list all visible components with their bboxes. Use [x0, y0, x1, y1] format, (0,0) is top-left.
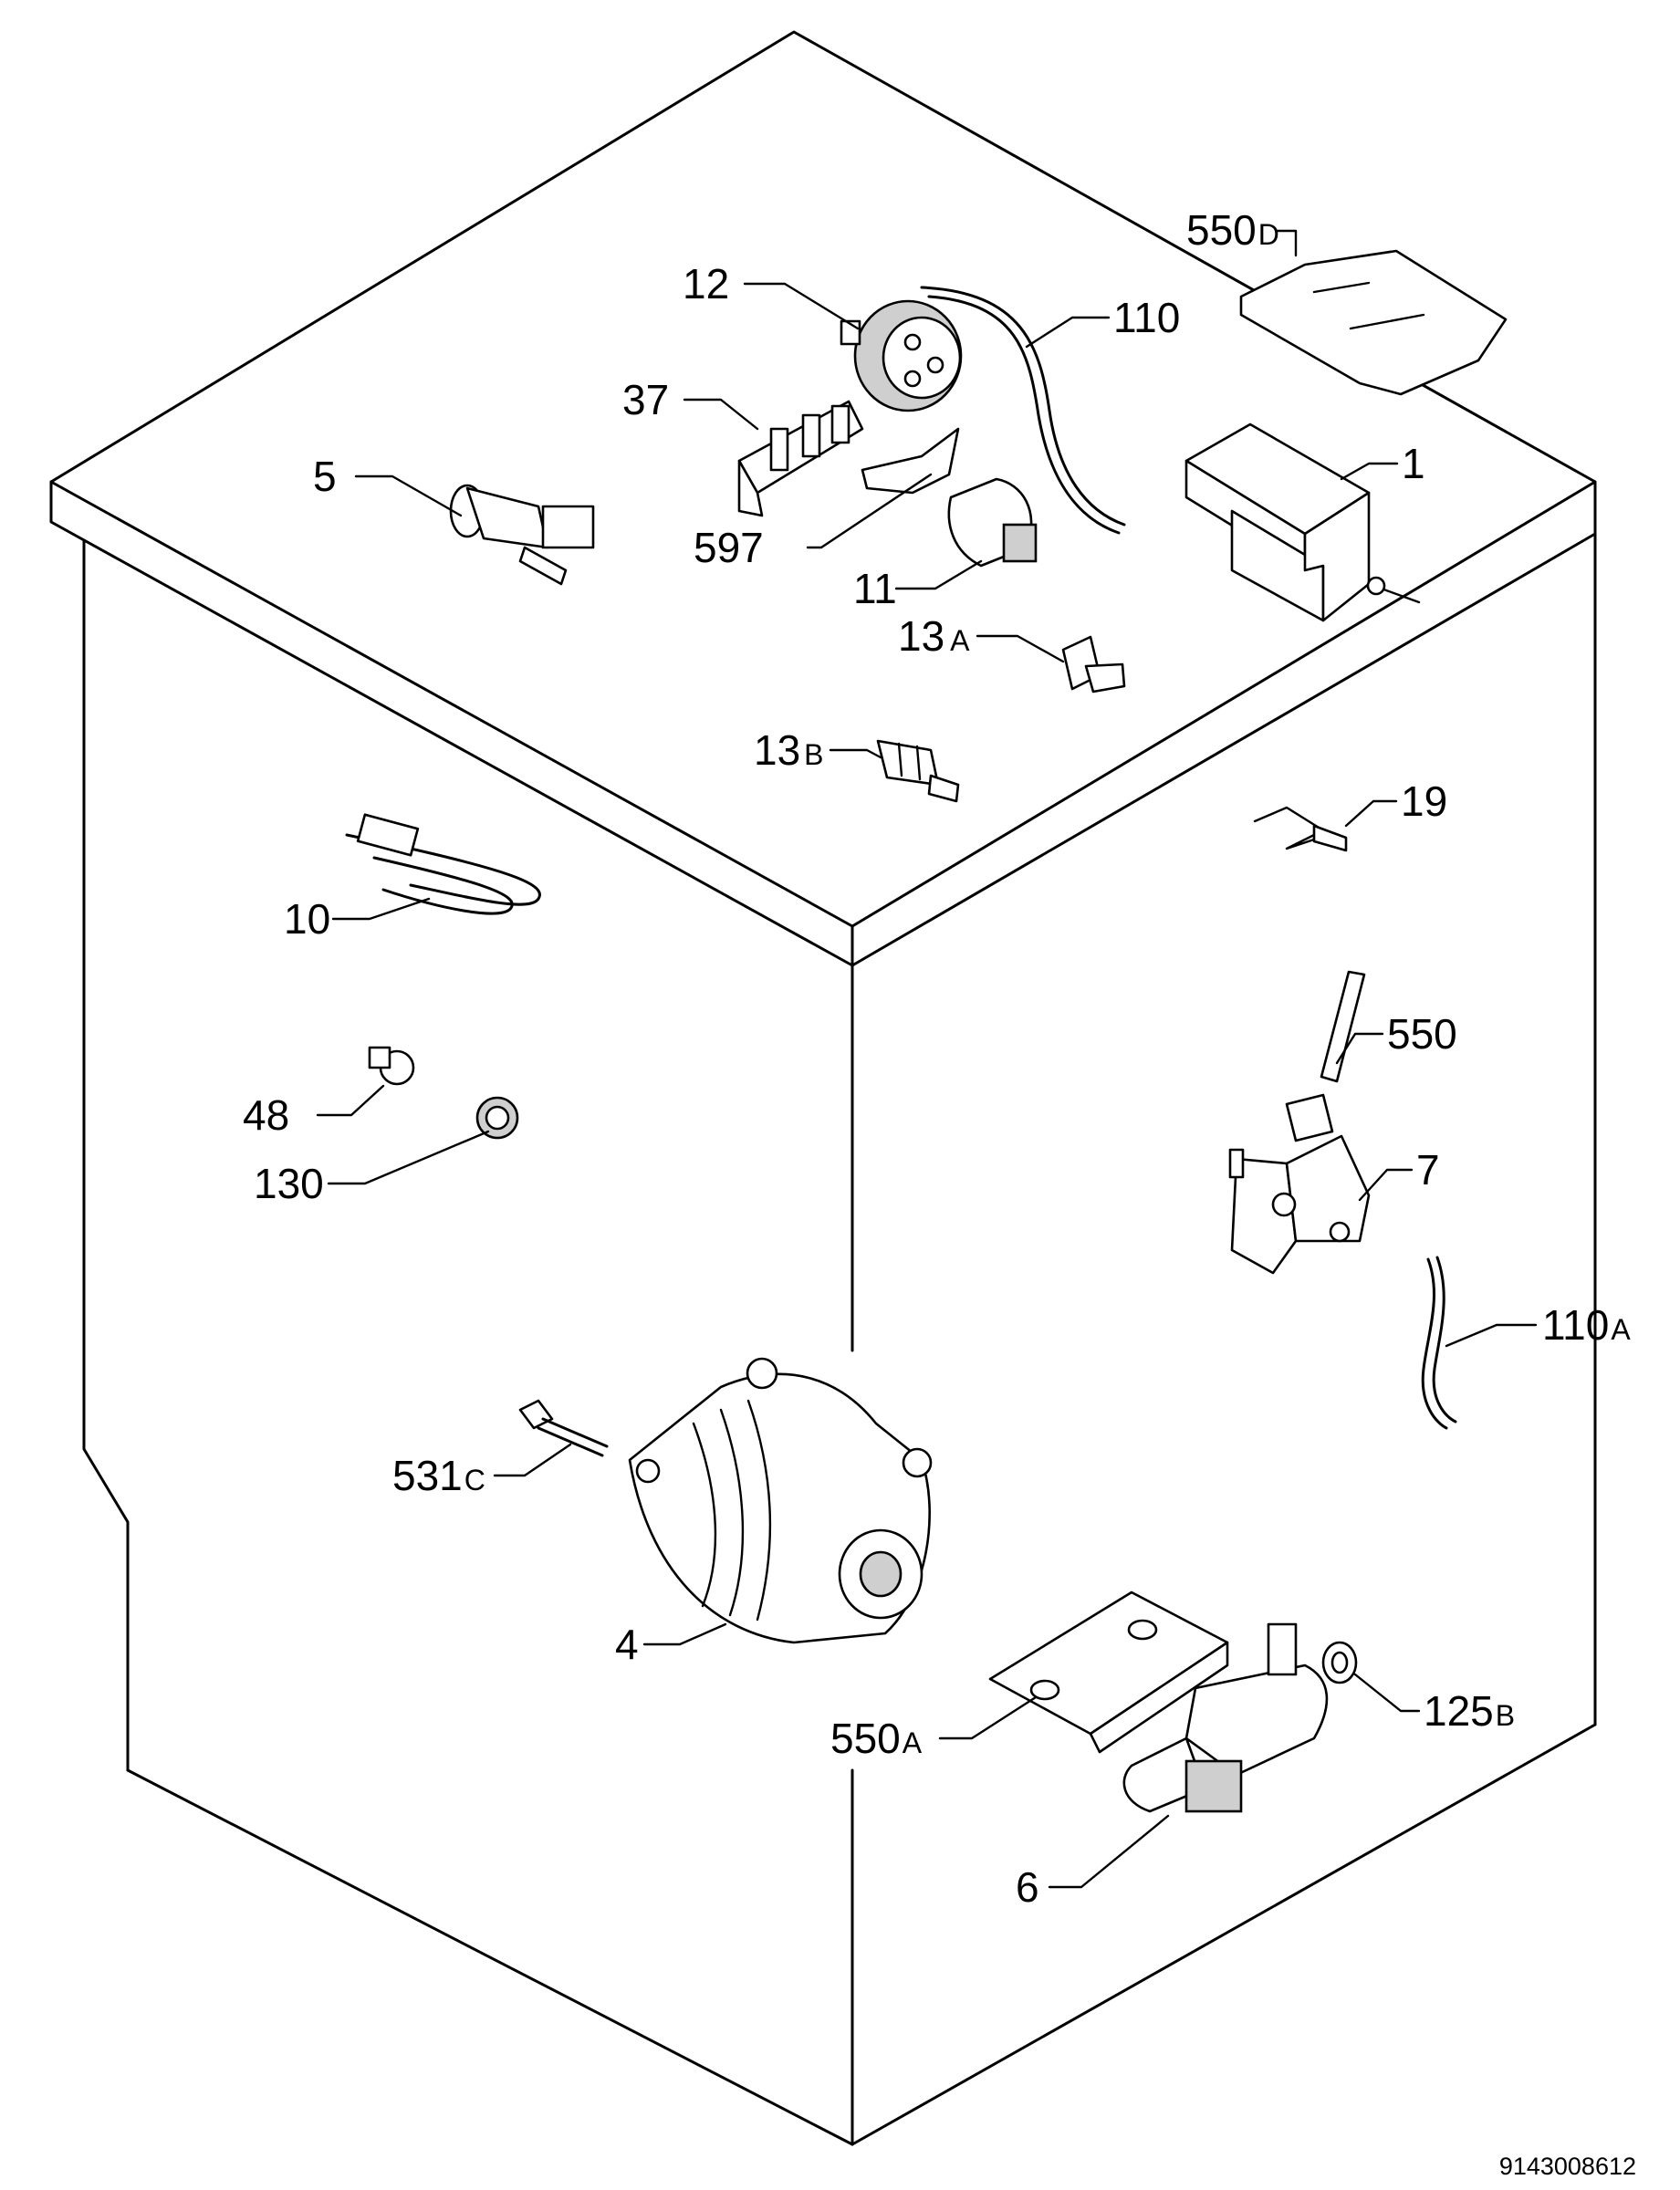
callout-1: 1 — [1402, 440, 1425, 487]
part-seal-125b — [1321, 1641, 1358, 1684]
part-nut-130 — [475, 1096, 519, 1140]
callout-550: 550 — [1387, 1010, 1457, 1058]
part-thermostat-48 — [368, 1046, 415, 1086]
part-drain-pump-6 — [1122, 1622, 1329, 1813]
callout-11: 11 — [853, 565, 897, 612]
callout-6: 6 — [1016, 1863, 1039, 1911]
leader-lines — [316, 229, 1538, 1889]
part-clip-597 — [861, 427, 960, 495]
part-pressure-switch-12 — [840, 299, 963, 412]
part-hose-110a — [1421, 1257, 1448, 1430]
callout-12: 12 — [683, 260, 729, 308]
part-door-lock-7 — [1228, 1134, 1371, 1275]
part-cover-550a — [988, 1590, 1229, 1754]
callout-125b: 125B — [1424, 1687, 1515, 1735]
part-motor-4 — [628, 1357, 933, 1644]
callout-531c: 531C — [392, 1452, 485, 1499]
part-connector-13a — [1061, 635, 1126, 694]
part-cover-plate-550d — [1239, 249, 1508, 396]
callout-550d: 550D — [1186, 206, 1279, 254]
part-electronic-module-1 — [1184, 422, 1421, 622]
part-bracket-37 — [737, 400, 864, 517]
callout-48: 48 — [243, 1091, 289, 1139]
part-sensor-19 — [1253, 806, 1348, 852]
part-cable-tie-550 — [1285, 970, 1366, 1142]
part-heater-10 — [345, 813, 541, 915]
part-connector-13b — [876, 739, 960, 803]
part-capacitor-11 — [947, 477, 1038, 568]
callout-110a: 110A — [1542, 1301, 1631, 1349]
callout-597: 597 — [694, 524, 764, 571]
part-valve-5 — [449, 484, 595, 586]
callout-110: 110 — [1113, 294, 1180, 341]
callout-4: 4 — [615, 1621, 639, 1668]
document-number: 9143008612 — [1499, 2153, 1636, 2180]
cabinet-outline — [49, 30, 1597, 2146]
callout-10: 10 — [284, 895, 330, 943]
part-hose-110 — [920, 286, 1126, 527]
callout-19: 19 — [1401, 777, 1447, 825]
callout-7: 7 — [1416, 1146, 1440, 1194]
part-screw-531c — [518, 1399, 609, 1457]
callout-550a: 550A — [830, 1715, 923, 1762]
callout-5: 5 — [313, 453, 337, 500]
callout-130: 130 — [254, 1160, 324, 1207]
callout-37: 37 — [622, 376, 669, 423]
